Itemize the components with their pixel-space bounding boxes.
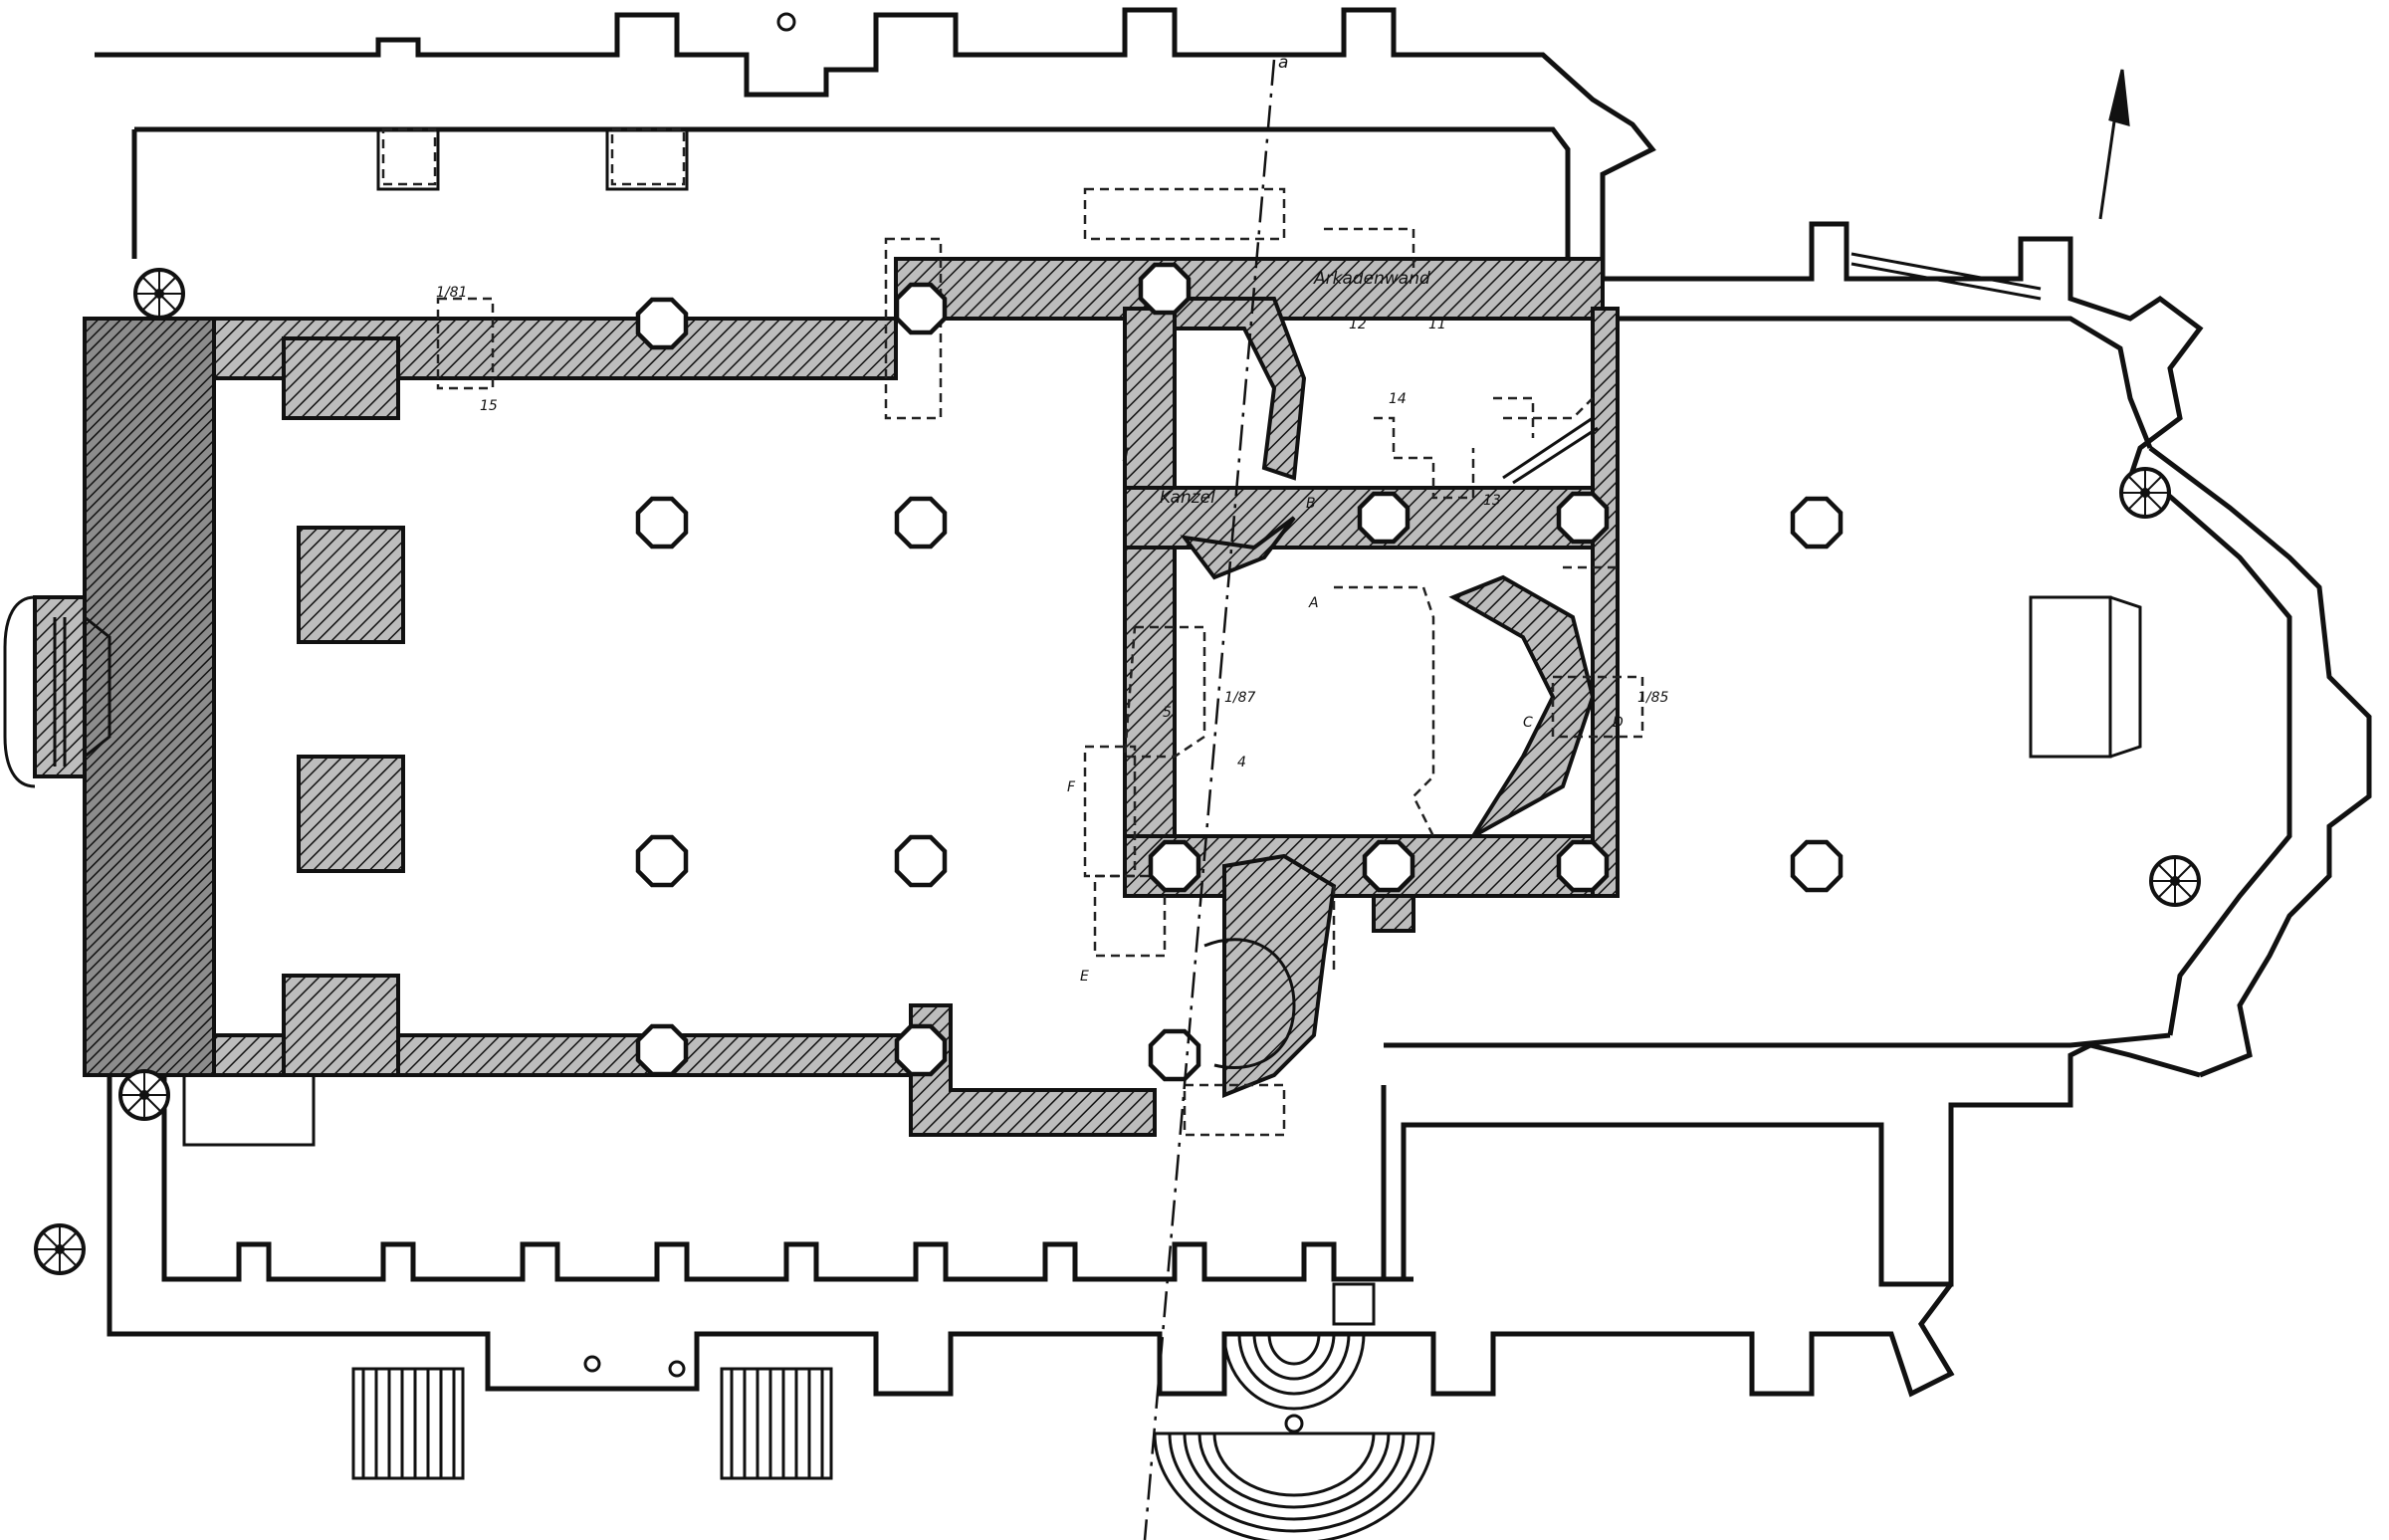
label-e: E: [1080, 969, 1089, 985]
plan-labels: Arkadenwand Kanzel a 1/87 1/85 1/81 15 1…: [436, 53, 1669, 985]
label-4: 4: [1237, 755, 1246, 770]
section-axis-line: [1143, 59, 1276, 1540]
label-11: 11: [1428, 317, 1446, 332]
label-12: 12: [1349, 317, 1367, 332]
label-kanzel: Kanzel: [1160, 488, 1215, 508]
label-b: B: [1306, 496, 1316, 512]
label-j: J: [1122, 446, 1129, 462]
label-5: 5: [1163, 705, 1172, 721]
south-porch-stairs: [351, 1355, 833, 1480]
west-front-wall: [3, 317, 216, 1077]
south-portal-steps: [1153, 1282, 1435, 1540]
label-a: A: [1308, 595, 1319, 611]
label-d: D: [1613, 715, 1624, 731]
label-1-81: 1/81: [436, 285, 467, 301]
excavation-dashed-outlines: [1083, 187, 1644, 976]
choir-walls: [1603, 221, 2372, 1125]
north-arrow-icon: [2098, 69, 2130, 220]
nave-piers: [297, 526, 405, 873]
crossing-piers: [1141, 265, 1607, 1079]
label-1-85: 1/85: [1637, 690, 1669, 706]
label-arkadenwand: Arkadenwand: [1313, 269, 1430, 289]
label-15: 15: [480, 398, 498, 414]
crossing-structure: [1123, 297, 1620, 1137]
label-c: C: [1523, 715, 1533, 731]
label-13: 13: [1483, 493, 1501, 509]
label-axis-a: a: [1278, 53, 1288, 73]
label-f: F: [1067, 779, 1076, 795]
label-14: 14: [1389, 391, 1407, 407]
north-aisle-outer-wall: [95, 7, 1656, 279]
label-1-87: 1/87: [1224, 690, 1256, 706]
